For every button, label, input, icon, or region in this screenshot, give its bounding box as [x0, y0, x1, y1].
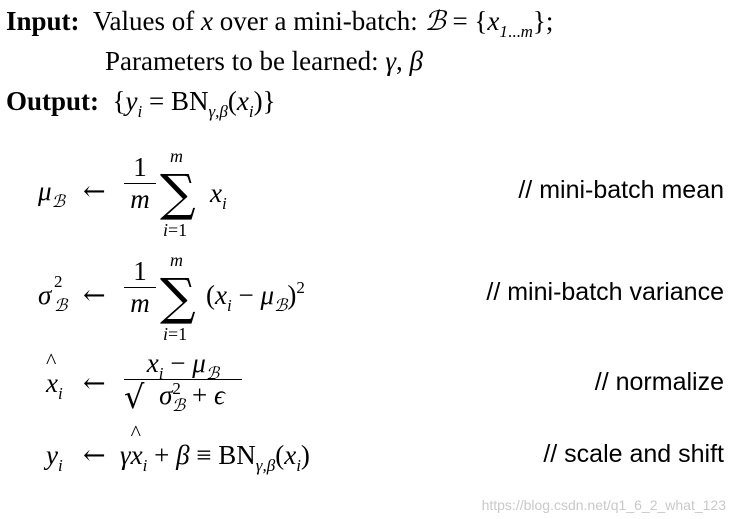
input-label: Input: — [6, 6, 80, 36]
comment-scale-shift: // scale and shift — [543, 440, 724, 468]
params-line: Parameters to be learned: γ, β — [105, 46, 423, 76]
output-label: Output: — [6, 86, 100, 116]
input-line: Input: Values of x over a mini-batch: ℬ … — [6, 6, 554, 41]
comment-normalize: // normalize — [594, 368, 724, 396]
comment-variance: // mini-batch variance — [486, 278, 724, 306]
comment-mean: // mini-batch mean — [518, 176, 724, 204]
output-line: Output: {yi = BNγ,β(xi)} — [6, 86, 276, 121]
watermark: https://blog.csdn.net/q1_6_2_what_123 — [481, 497, 726, 513]
